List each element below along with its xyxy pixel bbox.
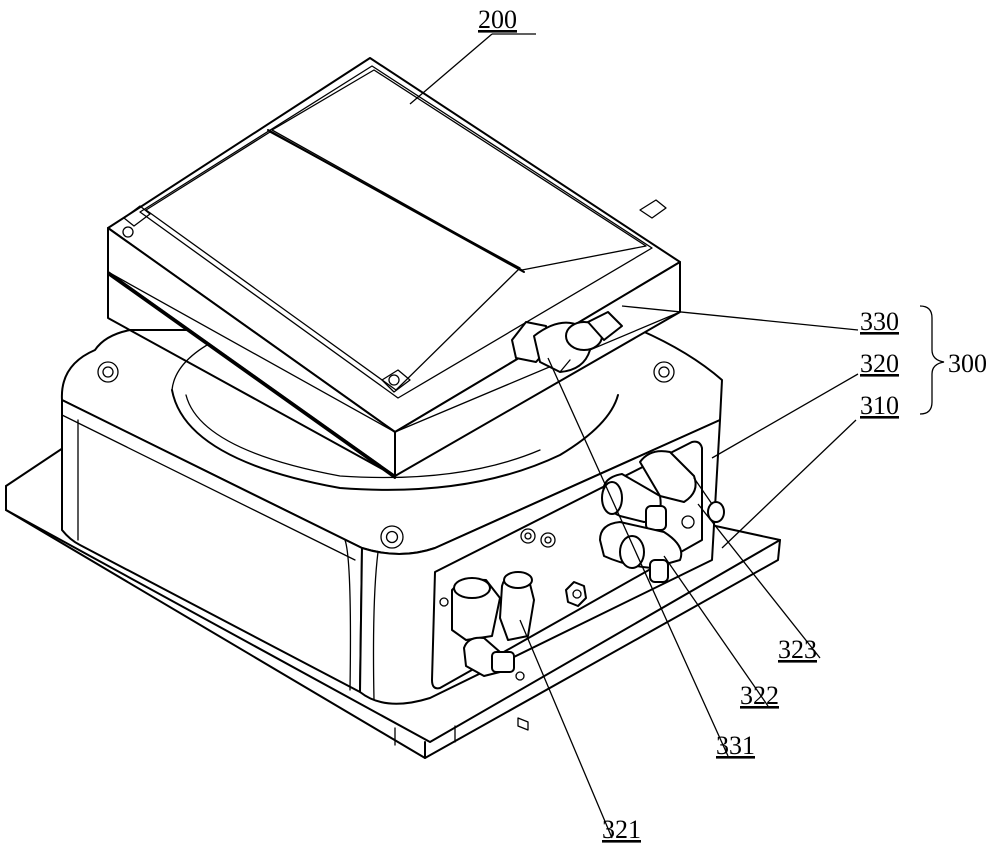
label-321: 321 xyxy=(602,815,641,844)
label-322: 322 xyxy=(740,681,779,710)
label-323: 323 xyxy=(778,635,817,664)
label-331: 331 xyxy=(716,731,755,760)
label-310: 310 xyxy=(860,391,899,420)
fitting-323 xyxy=(601,450,725,531)
fitting-322 xyxy=(599,515,695,583)
fitting-321 xyxy=(439,571,535,681)
label-300: 300 xyxy=(948,349,987,378)
label-330: 330 xyxy=(860,307,899,336)
label-200: 200 xyxy=(478,5,517,34)
side-panel xyxy=(431,440,725,690)
brace-300 xyxy=(919,305,945,415)
fitting-331 xyxy=(511,311,623,373)
leader-lines xyxy=(409,33,859,839)
label-320: 320 xyxy=(860,349,899,378)
